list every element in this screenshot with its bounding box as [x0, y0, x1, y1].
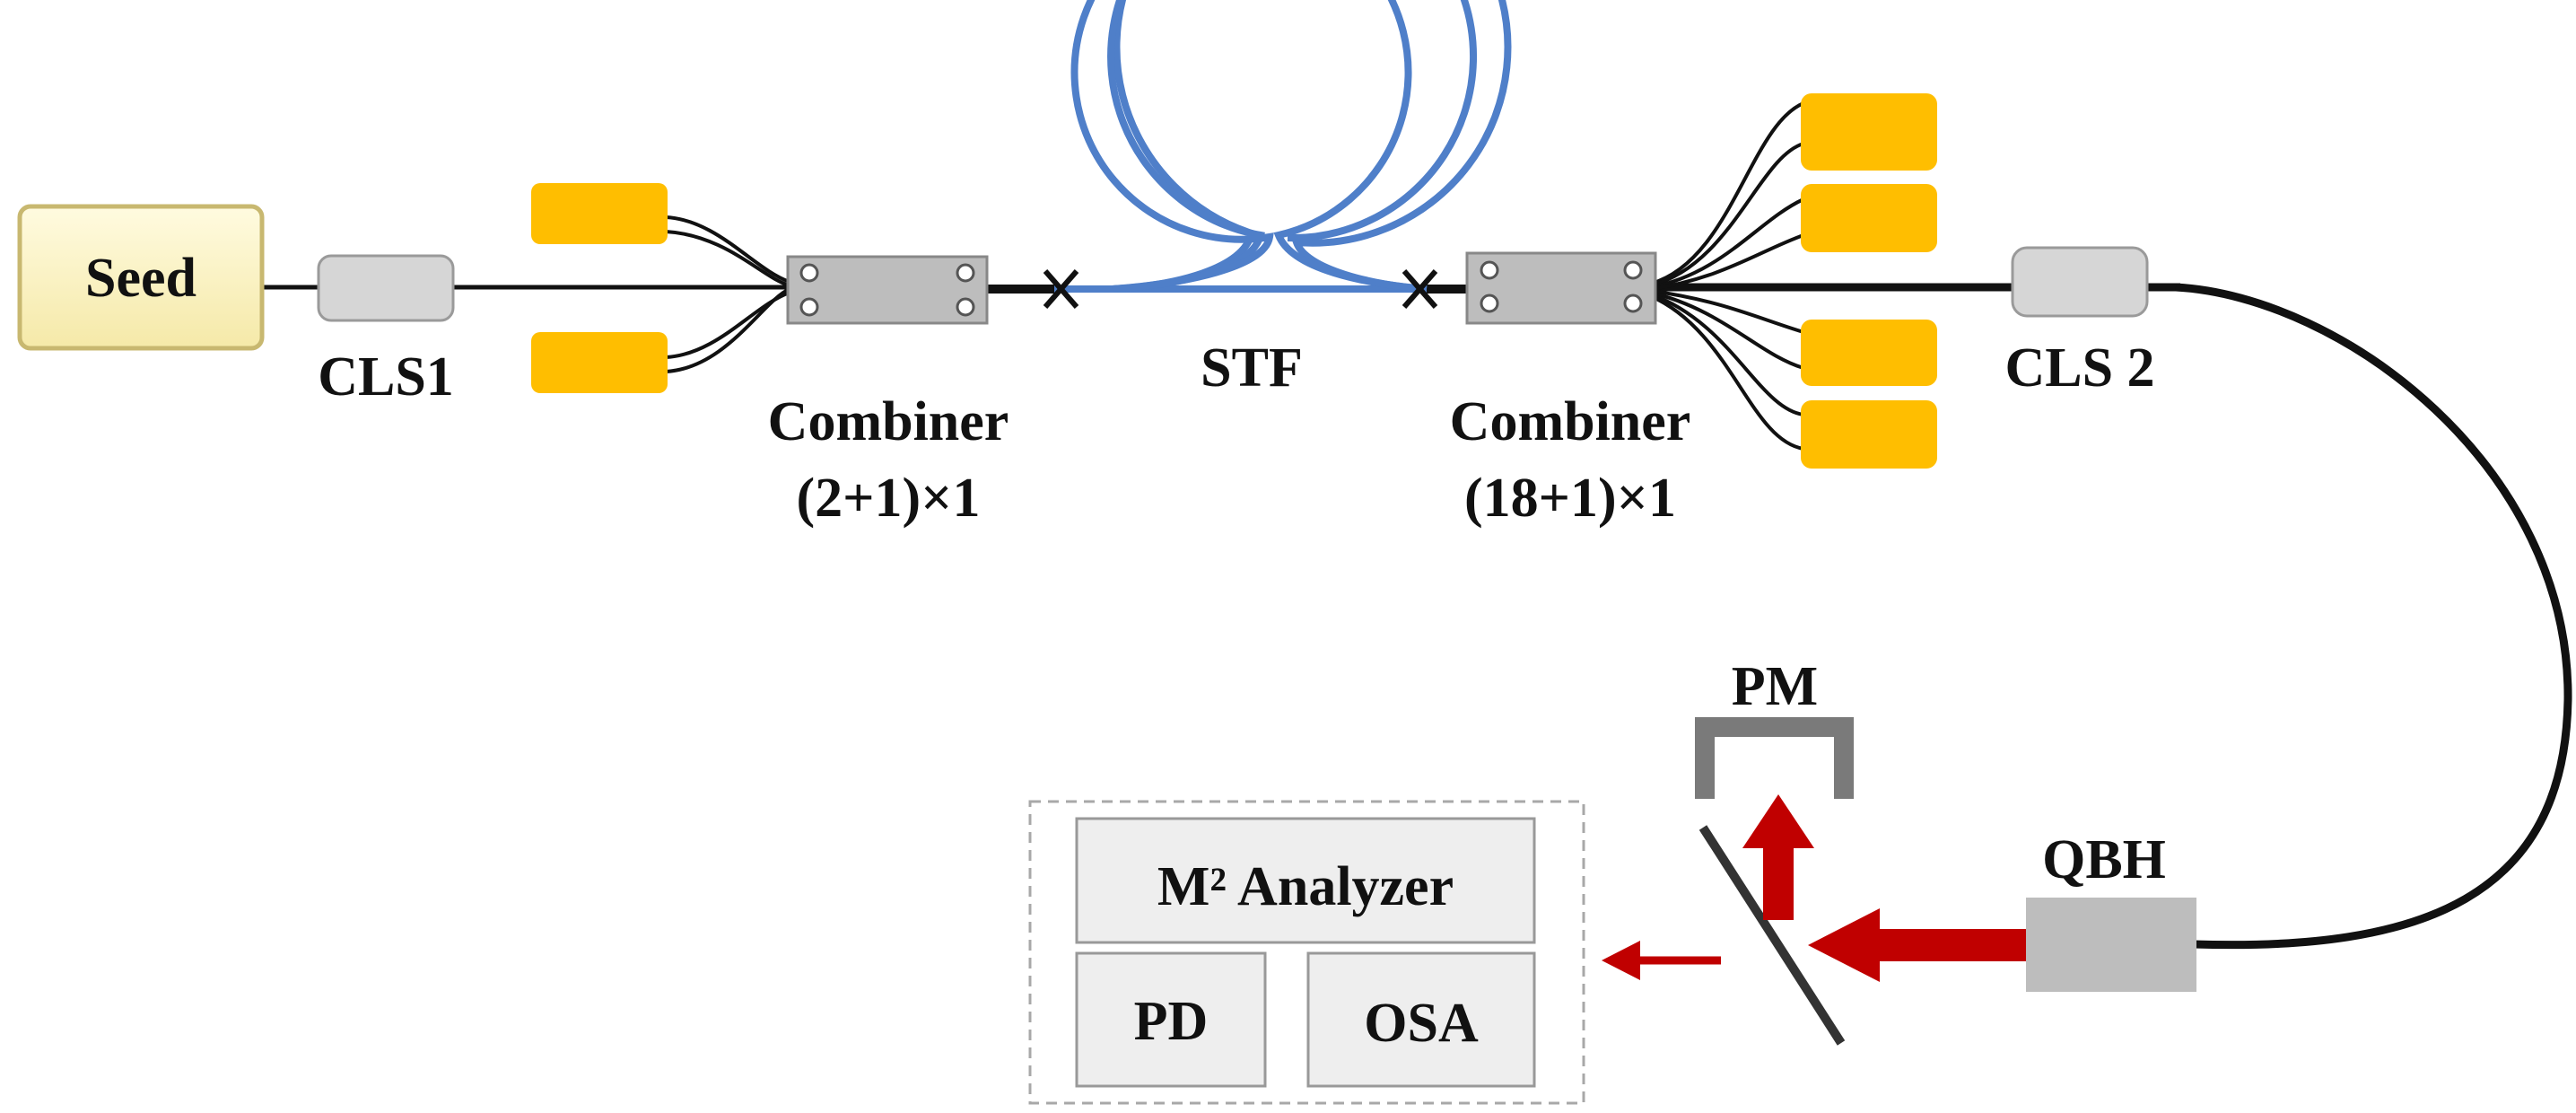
- pd-box: [1075, 951, 1267, 1088]
- measurement-group: [1028, 800, 1585, 1105]
- pump-1: [531, 183, 668, 244]
- stf-coil: [1054, 0, 1512, 293]
- pump-4: [1801, 184, 1937, 252]
- stf-label: STF: [1201, 337, 1303, 399]
- pump-fiber-5a: [1650, 289, 1804, 334]
- combiner-1: [786, 255, 989, 325]
- main-beam: [1875, 929, 2026, 961]
- pump-fiber-6b: [1650, 294, 1804, 451]
- m2-analyzer-box: [1075, 817, 1536, 944]
- pump-5: [1801, 320, 1937, 386]
- pump-3: [1801, 93, 1937, 171]
- combiner-2: [1465, 251, 1657, 325]
- fiber-delivery-to-qbh: [2175, 283, 2572, 950]
- seed-label: Seed: [85, 248, 196, 309]
- combiner1-config-label: (2+1)×1: [797, 468, 981, 529]
- pump-fiber-3a: [1650, 101, 1804, 285]
- pump-fiber-5b: [1650, 291, 1804, 370]
- reflected-beam-up: [1763, 844, 1794, 920]
- seed-laser: Seed: [17, 204, 265, 351]
- beam-splitter-mirror: [1698, 825, 1846, 1046]
- pd-label: PD: [1134, 991, 1209, 1052]
- pump-2: [531, 332, 668, 393]
- pump-6: [1801, 400, 1937, 469]
- m2-analyzer-label: M² Analyzer: [1157, 856, 1454, 917]
- osa-label: OSA: [1364, 993, 1479, 1054]
- pump-fiber-1b: [665, 230, 790, 287]
- power-meter: [1695, 717, 1854, 799]
- osa-box: [1306, 951, 1536, 1088]
- pump-fiber-4b: [1650, 233, 1804, 291]
- transmitted-beam-arrowhead: [1602, 941, 1640, 980]
- qbh-label: QBH: [2042, 829, 2166, 890]
- qbh-connector: [2026, 898, 2196, 992]
- pump-fiber-2b: [665, 287, 790, 373]
- combiner1-label: Combiner: [768, 391, 1009, 452]
- pump-fiber-4a: [1650, 197, 1804, 289]
- pm-label: PM: [1732, 656, 1818, 717]
- splice-mark-1: [1043, 269, 1079, 309]
- pump-fiber-3b: [1650, 142, 1804, 287]
- cls1-label: CLS1: [318, 346, 454, 408]
- combiner2-label: Combiner: [1450, 391, 1691, 452]
- splice-mark-2: [1402, 269, 1438, 309]
- pump-fiber-1a: [665, 215, 790, 284]
- combiner2-config-label: (18+1)×1: [1464, 468, 1676, 529]
- cls2-label: CLS 2: [2004, 337, 2154, 399]
- main-beam-arrowhead: [1808, 908, 1880, 982]
- cls1-stripper: [317, 254, 455, 322]
- reflected-beam-arrowhead: [1742, 794, 1814, 848]
- cls2-stripper: [2011, 246, 2149, 318]
- pump-fiber-6a: [1650, 293, 1804, 416]
